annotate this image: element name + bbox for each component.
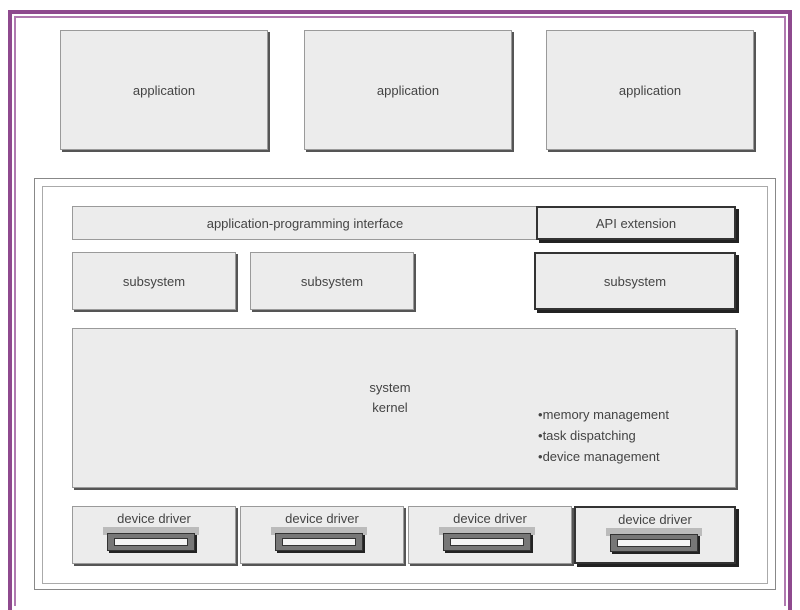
- kernel-feature-item: device management: [538, 446, 669, 467]
- device-icon: [610, 534, 698, 552]
- device-icon: [107, 533, 195, 551]
- kernel-feature-list: memory management task dispatching devic…: [538, 404, 669, 467]
- device-driver-label: device driver: [117, 511, 191, 526]
- device-driver-label: device driver: [618, 512, 692, 527]
- device-driver-box-1: device driver: [72, 506, 236, 564]
- device-icon: [275, 533, 363, 551]
- kernel-feature-item: task dispatching: [538, 425, 669, 446]
- device-icon: [443, 533, 531, 551]
- application-label: application: [376, 82, 440, 98]
- subsystem-box-1: subsystem: [72, 252, 236, 310]
- application-box-1: application: [60, 30, 268, 150]
- device-bevel: [606, 528, 702, 536]
- kernel-feature-item: memory management: [538, 404, 669, 425]
- api-extension-label: API extension: [595, 215, 677, 231]
- api-extension-box: API extension: [536, 206, 736, 240]
- application-label: application: [132, 82, 196, 98]
- device-driver-box-4: device driver: [574, 506, 736, 564]
- application-box-2: application: [304, 30, 512, 150]
- subsystem-label: subsystem: [122, 273, 186, 289]
- system-kernel-label: system kernel: [360, 378, 420, 418]
- subsystem-label: subsystem: [603, 273, 667, 289]
- subsystem-label: subsystem: [300, 273, 364, 289]
- inner-frame: [14, 16, 786, 606]
- api-interface-label: application-programming interface: [206, 215, 404, 231]
- subsystem-box-3: subsystem: [534, 252, 736, 310]
- device-bevel: [271, 527, 367, 535]
- device-bevel: [103, 527, 199, 535]
- device-driver-label: device driver: [453, 511, 527, 526]
- application-label: application: [618, 82, 682, 98]
- kernel-label-line2: kernel: [372, 400, 408, 415]
- kernel-label-line1: system: [369, 380, 411, 395]
- device-driver-label: device driver: [285, 511, 359, 526]
- os-inner-border: [42, 186, 768, 584]
- api-interface-box: application-programming interface: [72, 206, 538, 240]
- subsystem-box-2: subsystem: [250, 252, 414, 310]
- outer-frame: [8, 10, 792, 610]
- application-box-3: application: [546, 30, 754, 150]
- device-driver-box-3: device driver: [408, 506, 572, 564]
- device-bevel: [439, 527, 535, 535]
- device-driver-box-2: device driver: [240, 506, 404, 564]
